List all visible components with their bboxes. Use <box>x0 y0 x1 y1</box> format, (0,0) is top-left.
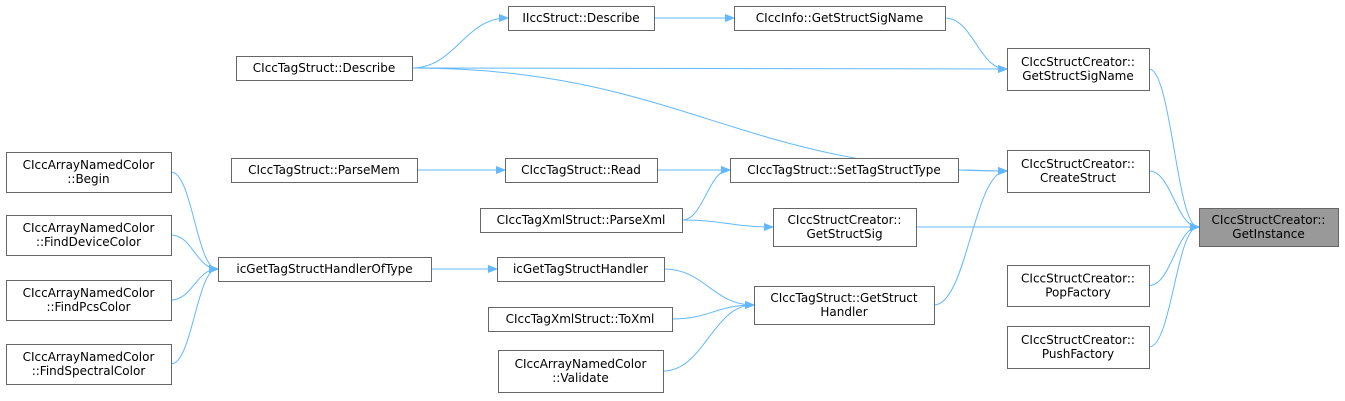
node-create-struct[interactable]: CIccStructCreator::CreateStruct <box>1007 150 1150 193</box>
node-tag-struct-read[interactable]: CIccTagStruct::Read <box>505 158 658 183</box>
node-tag-struct-parse-mem[interactable]: CIccTagStruct::ParseMem <box>231 158 418 183</box>
edge-create-struct-to-get-instance <box>1148 170 1198 227</box>
node-tag-xml-parse-xml[interactable]: CIccTagXmlStruct::ParseXml <box>480 208 683 233</box>
edge-icc-info-get-struct-sig-name-to-get-struct-sig-name-creator <box>944 17 1006 69</box>
node-pop-factory[interactable]: CIccStructCreator::PopFactory <box>1007 265 1150 307</box>
node-label-line: CreateStruct <box>1040 171 1116 185</box>
node-label-line: ::FindPcsColor <box>46 300 130 314</box>
node-box <box>6 215 172 256</box>
node-box <box>218 257 432 282</box>
node-label-line: GetStructSigName <box>1022 69 1134 83</box>
edge-tag-struct-describe-to-create-struct <box>411 67 1006 171</box>
node-label-line: CIccArrayNamedColor <box>515 357 647 371</box>
node-box <box>773 208 917 247</box>
node-label-line: ::Validate <box>552 371 608 385</box>
node-label-line: CIccStructCreator:: <box>1021 157 1135 171</box>
node-box <box>1007 265 1150 307</box>
node-label-line: CIccTagStruct::SetTagStructType <box>747 163 940 177</box>
node-label-line: CIccTagStruct::Read <box>521 163 641 177</box>
node-array-begin[interactable]: CIccArrayNamedColor::Begin <box>6 152 172 193</box>
node-get-instance[interactable]: CIccStructCreator::GetInstance <box>1199 208 1339 247</box>
node-box <box>1007 150 1150 193</box>
node-label-line: CIccStructCreator:: <box>1021 333 1135 347</box>
node-array-validate[interactable]: CIccArrayNamedColor::Validate <box>498 350 664 393</box>
node-box <box>730 158 959 183</box>
node-label-line: ::Begin <box>67 172 109 186</box>
node-box <box>497 257 665 282</box>
node-tag-struct-set-type[interactable]: CIccTagStruct::SetTagStructType <box>730 158 959 183</box>
node-label-line: CIccInfo::GetStructSigName <box>756 11 923 25</box>
edge-tag-xml-parse-xml-to-tag-struct-set-type <box>681 170 729 221</box>
edge-array-validate-to-tag-struct-get-handler <box>662 305 753 372</box>
node-label-line: CIccArrayNamedColor <box>23 221 155 235</box>
node-array-find-pcs[interactable]: CIccArrayNamedColor::FindPcsColor <box>6 280 172 321</box>
node-label-line: CIccTagStruct::GetStruct <box>770 291 918 305</box>
node-label-line: CIccStructCreator:: <box>788 213 902 227</box>
node-label-line: PopFactory <box>1045 286 1111 300</box>
node-ic-get-handler-of-type[interactable]: icGetTagStructHandlerOfType <box>218 257 432 282</box>
node-label-line: GetStructSig <box>806 227 882 241</box>
node-box <box>6 280 172 321</box>
node-box <box>734 6 946 31</box>
node-label-line: ::FindSpectralColor <box>32 364 146 378</box>
node-tag-struct-describe[interactable]: CIccTagStruct::Describe <box>236 56 413 81</box>
node-label-line: CIccArrayNamedColor <box>23 350 155 364</box>
node-array-find-spectral[interactable]: CIccArrayNamedColor::FindSpectralColor <box>6 344 172 385</box>
node-iicc-struct-describe[interactable]: IIccStruct::Describe <box>508 6 655 31</box>
node-label-line: CIccArrayNamedColor <box>23 158 155 172</box>
node-box <box>488 307 673 332</box>
node-label-line: CIccStructCreator:: <box>1021 55 1135 69</box>
node-get-struct-sig-name-creator[interactable]: CIccStructCreator::GetStructSigName <box>1007 48 1150 91</box>
edge-ic-get-handler-to-tag-struct-get-handler <box>663 268 753 305</box>
node-icc-info-get-struct-sig-name[interactable]: CIccInfo::GetStructSigName <box>734 6 946 31</box>
node-label-line: PushFactory <box>1042 347 1114 361</box>
edge-array-begin-to-ic-get-handler-of-type <box>170 171 217 269</box>
edge-array-find-spectral-to-ic-get-handler-of-type <box>170 269 217 365</box>
node-label-line: CIccArrayNamedColor <box>23 286 155 300</box>
edge-pop-factory-to-get-instance <box>1148 227 1198 286</box>
node-label-line: IIccStruct::Describe <box>522 11 639 25</box>
node-box <box>1199 208 1339 247</box>
edge-tag-struct-get-handler-to-create-struct <box>933 171 1006 306</box>
node-box <box>498 350 664 393</box>
node-box <box>236 56 413 81</box>
edge-tag-struct-describe-to-iicc-struct-describe <box>411 18 507 69</box>
node-box <box>6 152 172 193</box>
node-box <box>1007 326 1150 369</box>
node-box <box>231 158 418 183</box>
edge-tag-xml-to-xml-to-tag-struct-get-handler <box>671 305 753 320</box>
node-box <box>505 158 658 183</box>
node-label-line: CIccTagStruct::Describe <box>253 61 395 75</box>
edge-push-factory-to-get-instance <box>1148 227 1198 348</box>
node-label-line: CIccTagXmlStruct::ParseXml <box>497 213 666 227</box>
node-label-line: Handler <box>820 305 867 319</box>
node-label-line: CIccTagXmlStruct::ToXml <box>506 312 655 326</box>
nodes-layer: CIccStructCreator::GetInstanceCIccStruct… <box>6 6 1339 393</box>
node-ic-get-handler[interactable]: icGetTagStructHandler <box>497 257 665 282</box>
node-label-line: CIccTagStruct::ParseMem <box>248 163 400 177</box>
edge-tag-xml-parse-xml-to-get-struct-sig <box>681 219 772 227</box>
edge-tag-struct-describe-to-get-struct-sig-name-creator <box>411 68 1006 69</box>
node-push-factory[interactable]: CIccStructCreator::PushFactory <box>1007 326 1150 369</box>
node-label-line: CIccStructCreator:: <box>1021 272 1135 286</box>
node-tag-xml-to-xml[interactable]: CIccTagXmlStruct::ToXml <box>488 307 673 332</box>
node-label-line: CIccStructCreator:: <box>1212 213 1326 227</box>
node-box <box>754 286 935 325</box>
node-box <box>6 344 172 385</box>
node-label-line: icGetTagStructHandlerOfType <box>236 262 412 276</box>
node-label-line: ::FindDeviceColor <box>36 235 141 249</box>
edge-tag-struct-set-type-to-create-struct <box>957 170 1006 171</box>
node-box <box>1007 48 1150 91</box>
node-get-struct-sig[interactable]: CIccStructCreator::GetStructSig <box>773 208 917 247</box>
node-box <box>508 6 655 31</box>
edge-get-struct-sig-name-creator-to-get-instance <box>1148 68 1198 227</box>
node-label-line: GetInstance <box>1232 227 1304 241</box>
node-label-line: icGetTagStructHandler <box>513 262 648 276</box>
edge-array-find-device-to-ic-get-handler-of-type <box>170 234 217 269</box>
node-array-find-device[interactable]: CIccArrayNamedColor::FindDeviceColor <box>6 215 172 256</box>
node-box <box>480 208 683 233</box>
